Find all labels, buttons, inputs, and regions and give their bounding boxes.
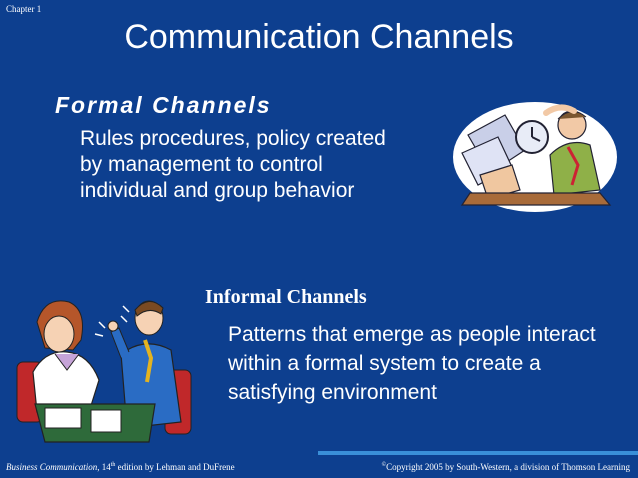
busy-office-worker-clock-icon xyxy=(453,102,617,212)
copyright-text: Copyright 2005 by South-Western, a divis… xyxy=(386,462,630,472)
informal-channels-heading: Informal Channels xyxy=(205,286,367,308)
footer-copyright: ©Copyright 2005 by South-Western, a divi… xyxy=(382,462,630,472)
footer-edition-suffix: edition by Lehman and DuFrene xyxy=(115,462,235,472)
chapter-label: Chapter 1 xyxy=(6,4,42,14)
footer-divider xyxy=(318,451,638,455)
copyright-symbol: © xyxy=(381,462,387,468)
footer-edition-sup: th xyxy=(110,462,116,468)
informal-channels-body: Patterns that emerge as people interact … xyxy=(228,323,596,404)
footer-citation: Business Communication, 14th edition by … xyxy=(6,462,235,472)
formal-channels-body: Rules procedures, policy created by mana… xyxy=(80,127,386,202)
two-colleagues-chatting-icon xyxy=(16,300,192,443)
slide-title: Communication Channels xyxy=(124,18,514,56)
footer-book-title: Business Communication xyxy=(6,462,98,472)
formal-channels-heading: Formal Channels xyxy=(55,92,272,118)
footer-edition-prefix: , 14 xyxy=(97,462,111,472)
